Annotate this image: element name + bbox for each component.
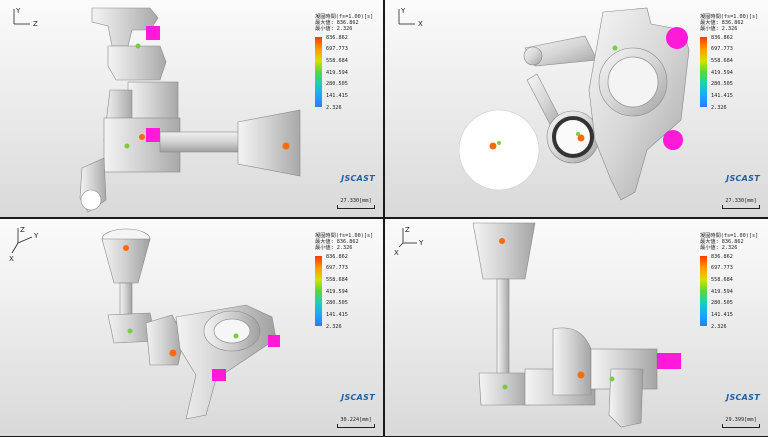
color-scale-bar xyxy=(700,36,707,107)
scale-label: 27.330[mm] xyxy=(725,198,757,204)
casting-model xyxy=(458,7,690,201)
color-legend: 凝固時間(fs=1.00)[s] 最大値: 836.862 最小値: 2.326… xyxy=(700,14,762,111)
hotspot-marker xyxy=(146,26,160,40)
legend-tick: 2.326 xyxy=(711,323,727,330)
legend-tick: 697.773 xyxy=(711,265,733,272)
legend-tick: 280.505 xyxy=(711,300,733,307)
color-scale-bar xyxy=(315,36,322,107)
legend-tick: 280.505 xyxy=(711,81,733,88)
legend-tick: 419.594 xyxy=(711,288,733,295)
hotspot-marker xyxy=(657,353,681,369)
svg-text:Z: Z xyxy=(405,226,410,234)
casting-model xyxy=(79,7,301,213)
legend-tick: 2.326 xyxy=(326,104,342,111)
hotspot-marker xyxy=(212,369,226,381)
legend-max: 最大値: 836.862 xyxy=(315,239,359,246)
brand-logo: JSCAST xyxy=(726,174,760,183)
legend-tick: 558.684 xyxy=(326,276,348,283)
legend-max: 最大値: 836.862 xyxy=(700,20,744,27)
brand-logo: JSCAST xyxy=(726,393,760,402)
legend-max: 最大値: 836.862 xyxy=(700,239,744,246)
legend-min: 最小値: 2.326 xyxy=(700,245,738,252)
legend-tick: 2.326 xyxy=(711,104,727,111)
legend-tick: 141.415 xyxy=(711,311,733,318)
legend-tick: 836.862 xyxy=(326,34,348,41)
legend-tick: 280.505 xyxy=(326,300,348,307)
legend-tick: 2.326 xyxy=(326,323,342,330)
legend-tick: 558.684 xyxy=(711,57,733,64)
scale-bar: 27.330[mm] xyxy=(722,198,760,209)
legend-title: 凝固時間(fs=1.00)[s] xyxy=(700,233,759,239)
legend-title: 凝固時間(fs=1.00)[s] xyxy=(315,233,374,239)
color-scale-bar xyxy=(315,255,322,326)
scale-bar: 29.399[mm] xyxy=(722,417,760,428)
svg-text:Y: Y xyxy=(418,239,424,247)
color-legend: 凝固時間(fs=1.00)[s] 最大値: 836.862 最小値: 2.326… xyxy=(315,233,377,330)
legend-tick: 141.415 xyxy=(326,311,348,318)
legend-tick: 141.415 xyxy=(711,92,733,99)
legend-tick: 558.684 xyxy=(711,276,733,283)
scale-bar: 30.224[mm] xyxy=(337,417,375,428)
legend-title: 凝固時間(fs=1.00)[s] xyxy=(315,14,374,20)
legend-min: 最小値: 2.326 xyxy=(315,26,353,33)
legend-tick: 697.773 xyxy=(326,265,348,272)
scale-bar: 27.330[mm] xyxy=(337,198,375,209)
color-scale-bar xyxy=(700,255,707,326)
axis-triad-icon: Z Y X xyxy=(394,226,424,257)
hotspot-marker xyxy=(146,128,160,142)
legend-min: 最小値: 2.326 xyxy=(315,245,353,252)
scale-label: 29.399[mm] xyxy=(725,417,757,423)
viewport-3[interactable]: Z Y X 凝固時間(fs=1.00)[s] 最大値: 836.862 最小値:… xyxy=(0,219,383,436)
legend-tick: 558.684 xyxy=(326,57,348,64)
axis-triad-icon: Y Z xyxy=(13,7,38,28)
legend-tick: 280.505 xyxy=(326,81,348,88)
svg-text:X: X xyxy=(418,20,423,28)
svg-text:Y: Y xyxy=(33,232,39,240)
viewport-4[interactable]: Z Y X 凝固時間(fs=1.00)[s] 最大値: 836.862 最小値:… xyxy=(385,219,768,436)
legend-tick: 141.415 xyxy=(326,92,348,99)
legend-max: 最大値: 836.862 xyxy=(315,20,359,27)
viewport-2[interactable]: Y X 凝固時間(fs=1.00)[s] 最大値: 836.862 最小値: 2… xyxy=(385,0,768,217)
legend-tick: 836.862 xyxy=(326,253,348,260)
casting-model xyxy=(472,222,681,428)
brand-logo: JSCAST xyxy=(341,393,375,402)
scale-label: 30.224[mm] xyxy=(340,417,372,423)
legend-min: 最小値: 2.326 xyxy=(700,26,738,33)
viewport-1[interactable]: Y Z 凝固時間(fs=1.00)[s] 最大値: 836.862 最小値: 2… xyxy=(0,0,383,217)
hotspot-marker xyxy=(268,335,280,347)
svg-text:Y: Y xyxy=(15,7,21,15)
brand-logo: JSCAST xyxy=(341,174,375,183)
color-legend: 凝固時間(fs=1.00)[s] 最大値: 836.862 最小値: 2.326… xyxy=(315,14,377,111)
legend-tick: 836.862 xyxy=(711,253,733,260)
casting-model xyxy=(101,228,280,420)
legend-tick: 697.773 xyxy=(326,46,348,53)
legend-tick: 836.862 xyxy=(711,34,733,41)
axis-triad-icon: Y X xyxy=(398,7,423,28)
legend-tick: 419.594 xyxy=(711,69,733,76)
svg-text:X: X xyxy=(9,255,14,263)
scale-label: 27.330[mm] xyxy=(340,198,372,204)
legend-title: 凝固時間(fs=1.00)[s] xyxy=(700,14,759,20)
svg-text:X: X xyxy=(394,249,399,257)
hotspot-marker xyxy=(663,130,683,150)
legend-tick: 419.594 xyxy=(326,69,348,76)
legend-tick: 697.773 xyxy=(711,46,733,53)
hotspot-marker xyxy=(666,27,688,49)
legend-tick: 419.594 xyxy=(326,288,348,295)
axis-triad-icon: Z Y X xyxy=(9,226,39,263)
svg-text:Z: Z xyxy=(20,226,25,234)
svg-text:Y: Y xyxy=(400,7,406,15)
svg-text:Z: Z xyxy=(33,20,38,28)
color-legend: 凝固時間(fs=1.00)[s] 最大値: 836.862 最小値: 2.326… xyxy=(700,233,762,330)
